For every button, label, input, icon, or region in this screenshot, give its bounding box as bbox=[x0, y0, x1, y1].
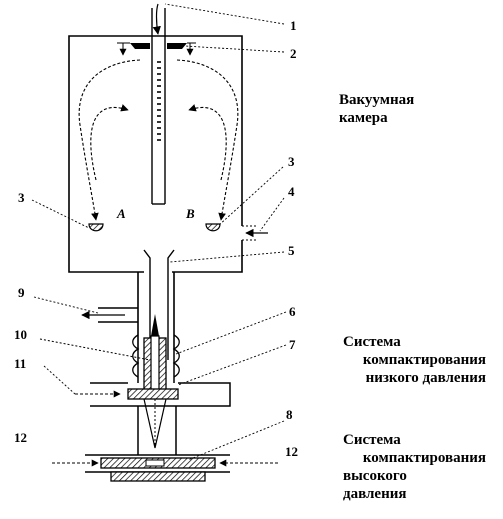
low-pressure-housing bbox=[90, 350, 231, 455]
label-8: 8 bbox=[286, 407, 293, 422]
label-5: 5 bbox=[288, 243, 295, 258]
outlet-funnel bbox=[143, 249, 175, 360]
transport-tube bbox=[137, 272, 175, 350]
label-2: 2 bbox=[290, 46, 297, 61]
die-insert bbox=[145, 459, 165, 467]
compacting-punch bbox=[143, 314, 167, 391]
vacuum-chamber bbox=[68, 35, 243, 273]
gas-inlet bbox=[242, 225, 268, 241]
caption-high-pressure-system: Система компактирования высокого давлени… bbox=[343, 432, 486, 502]
crucible-a bbox=[88, 223, 104, 232]
label-6: 6 bbox=[289, 304, 296, 319]
label-1: 1 bbox=[290, 18, 297, 33]
label-7: 7 bbox=[289, 337, 296, 352]
point-a: A bbox=[116, 206, 126, 221]
label-9: 9 bbox=[18, 285, 25, 300]
crucible-b bbox=[205, 223, 221, 232]
label-12-left: 12 bbox=[14, 430, 27, 445]
point-b: B bbox=[185, 206, 195, 221]
die-base bbox=[110, 471, 206, 482]
low-pressure-mold bbox=[127, 388, 179, 400]
label-12-right: 12 bbox=[285, 444, 298, 459]
central-rod bbox=[151, 3, 166, 205]
leader-lines bbox=[31, 3, 287, 461]
flow-arrows bbox=[78, 59, 239, 221]
label-3-left: 3 bbox=[18, 190, 25, 205]
label-10: 10 bbox=[14, 327, 27, 342]
caption-low-pressure-system: Система компактирования низкого давления bbox=[343, 334, 486, 386]
label-3-right: 3 bbox=[288, 154, 295, 169]
caption-vacuum-chamber: Вакуумная камера bbox=[339, 92, 415, 126]
label-4: 4 bbox=[288, 184, 295, 199]
label-11: 11 bbox=[14, 356, 26, 371]
rod-scale bbox=[157, 61, 161, 141]
deflector-plates bbox=[117, 42, 196, 56]
bellows bbox=[132, 334, 180, 378]
pumping-port bbox=[81, 307, 138, 323]
